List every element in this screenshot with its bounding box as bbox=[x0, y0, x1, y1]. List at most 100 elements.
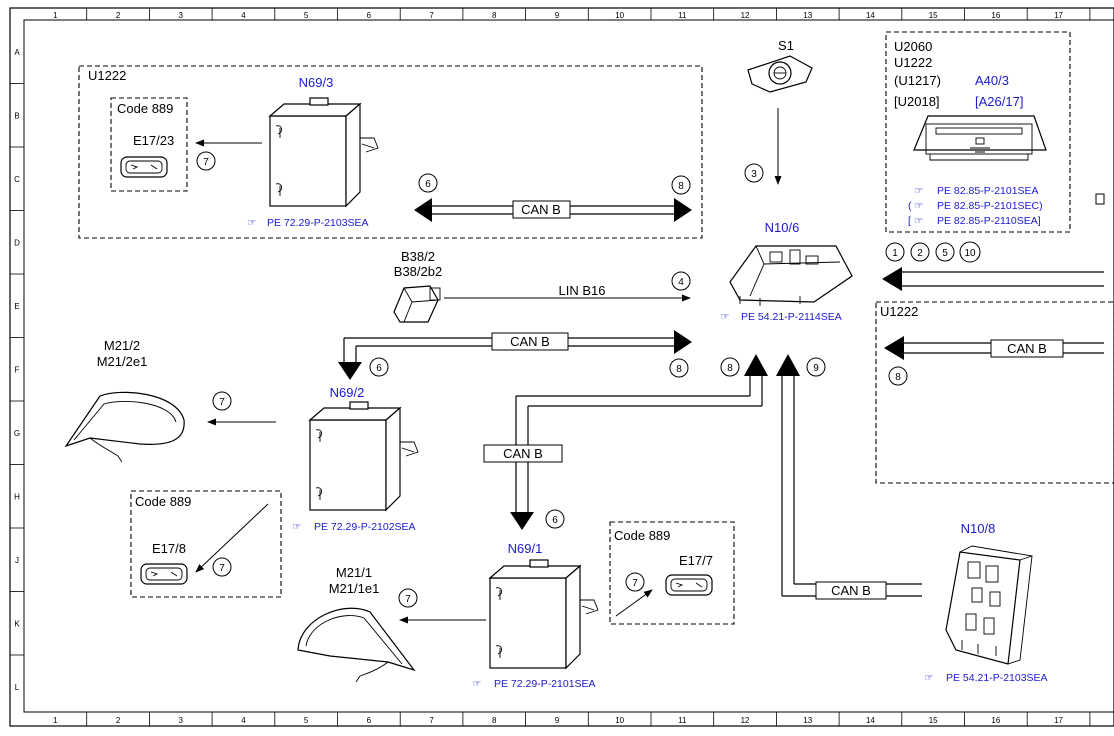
grid-row-G: G bbox=[14, 429, 20, 438]
code889-mid-label: Code 889 bbox=[614, 528, 670, 543]
a40-3-ref2: PE 82.85-P-2101SEC) bbox=[937, 200, 1043, 212]
can-mid-down-arrowhead bbox=[338, 362, 362, 380]
circle-8d: 8 bbox=[895, 372, 901, 383]
grid-col-8-top: 8 bbox=[492, 11, 497, 20]
circle-8c: 8 bbox=[727, 363, 733, 374]
grid-col-4-top: 4 bbox=[241, 11, 246, 20]
circle-8b: 8 bbox=[676, 364, 682, 375]
circle-7e: 7 bbox=[632, 578, 638, 589]
can-right-arrowhead bbox=[884, 336, 904, 360]
grid-col-7-top: 7 bbox=[429, 11, 434, 20]
a40-3-label: A40/3 bbox=[975, 73, 1009, 88]
grid-col-11-bottom: 11 bbox=[678, 716, 687, 725]
m21-2-label: M21/2 bbox=[104, 338, 140, 353]
b38-2-label: B38/2 bbox=[401, 249, 435, 264]
circle-6a: 6 bbox=[425, 179, 431, 190]
grid-col-3-top: 3 bbox=[179, 11, 184, 20]
u1222-right-label: U1222 bbox=[894, 55, 932, 70]
can-vert-label: CAN B bbox=[503, 446, 543, 461]
grid-ruler: 1122334455667788991010111112121313141415… bbox=[10, 8, 1091, 726]
m21-2e1-label: M21/2e1 bbox=[97, 354, 148, 369]
e17-23-lamp-icon bbox=[120, 156, 168, 178]
n10-6-module-icon bbox=[729, 245, 853, 306]
n69-1-label: N69/1 bbox=[508, 541, 543, 556]
circle-10: 10 bbox=[964, 248, 976, 259]
can-top-left-arrowhead bbox=[414, 198, 432, 222]
grid-col-2-top: 2 bbox=[116, 11, 121, 20]
a40-ref3-open: [ bbox=[908, 215, 911, 227]
circle-2: 2 bbox=[917, 248, 923, 259]
circle-5: 5 bbox=[942, 248, 948, 259]
n10-6-ref: PE 54.21-P-2114SEA bbox=[741, 311, 842, 323]
u2060-box bbox=[885, 31, 1071, 233]
n69-2-ref-icon: ☞ bbox=[292, 521, 301, 533]
code889-left-box bbox=[130, 490, 282, 598]
b38-2b2-label: B38/2b2 bbox=[394, 264, 442, 279]
u2018-label: [U2018] bbox=[894, 94, 940, 109]
grid-col-14-bottom: 14 bbox=[866, 716, 875, 725]
e17-7-lamp-icon bbox=[665, 574, 713, 596]
can-right-label: CAN B bbox=[1007, 341, 1047, 356]
grid-col-1-bottom: 1 bbox=[53, 716, 58, 725]
circle-7c: 7 bbox=[219, 563, 225, 574]
u1222-top-label: U1222 bbox=[88, 68, 126, 83]
u1222-mid-box bbox=[875, 301, 1114, 484]
a40-3-ref1: PE 82.85-P-2101SEA bbox=[937, 185, 1039, 197]
n10-6-ref-icon: ☞ bbox=[720, 311, 729, 323]
grid-col-5-top: 5 bbox=[304, 11, 309, 20]
can-mid-label: CAN B bbox=[510, 334, 550, 349]
n69-2-module-icon bbox=[309, 401, 419, 511]
circle-7b: 7 bbox=[219, 397, 225, 408]
grid-col-17-top: 17 bbox=[1054, 11, 1063, 20]
grid-col-11-top: 11 bbox=[678, 11, 687, 20]
n69-2-ref: PE 72.29-P-2102SEA bbox=[314, 521, 416, 533]
partial-box-right bbox=[1095, 193, 1105, 205]
n69-1-ref: PE 72.29-P-2101SEA bbox=[494, 678, 596, 690]
grid-col-12-top: 12 bbox=[741, 11, 750, 20]
e17-8-lamp-icon bbox=[140, 563, 188, 585]
circle-6c: 6 bbox=[552, 515, 558, 526]
circle-4: 4 bbox=[678, 277, 684, 288]
grid-col-16-bottom: 16 bbox=[991, 716, 1000, 725]
grid-row-D: D bbox=[14, 238, 20, 247]
grid-col-9-bottom: 9 bbox=[555, 716, 560, 725]
grid-col-2-bottom: 2 bbox=[116, 716, 121, 725]
a26-17-label: [A26/17] bbox=[975, 94, 1023, 109]
can-mid-right-arrowhead bbox=[674, 330, 692, 354]
grid-col-7-bottom: 7 bbox=[429, 716, 434, 725]
a40-3-ref3: PE 82.85-P-2110SEA] bbox=[937, 215, 1041, 227]
grid-row-J: J bbox=[15, 556, 19, 565]
circle-7d: 7 bbox=[405, 594, 411, 605]
grid-col-9-top: 9 bbox=[555, 11, 560, 20]
n69-3-ref: PE 72.29-P-2103SEA bbox=[267, 217, 369, 229]
s1-switch-icon bbox=[747, 55, 813, 93]
code889-mid-box bbox=[609, 521, 735, 625]
circle-9: 9 bbox=[813, 363, 819, 374]
circle-3: 3 bbox=[751, 169, 757, 180]
grid-col-12-bottom: 12 bbox=[741, 716, 750, 725]
n69-2-label: N69/2 bbox=[330, 385, 365, 400]
can-top-label: CAN B bbox=[521, 202, 561, 217]
grid-col-1-top: 1 bbox=[53, 11, 58, 20]
a40-ref2-open: ( bbox=[908, 200, 912, 212]
m21-1-label: M21/1 bbox=[336, 565, 372, 580]
n10-8-fusebox-icon bbox=[945, 545, 1033, 665]
circle-8a: 8 bbox=[678, 181, 684, 192]
can-bottom-up-arrowhead bbox=[776, 354, 800, 376]
n10-8-ref: PE 54.21-P-2103SEA bbox=[946, 672, 1048, 684]
u1222-top-box bbox=[78, 65, 703, 239]
grid-row-E: E bbox=[14, 302, 19, 311]
n69-1-module-icon bbox=[489, 559, 599, 669]
a40-3-display-icon bbox=[913, 115, 1047, 161]
grid-col-10-bottom: 10 bbox=[615, 716, 624, 725]
grid-col-6-top: 6 bbox=[367, 11, 372, 20]
grid-col-15-bottom: 15 bbox=[929, 716, 938, 725]
grid-row-F: F bbox=[15, 365, 20, 374]
n10-8-ref-icon: ☞ bbox=[924, 672, 933, 684]
u1217-label: (U1217) bbox=[894, 73, 941, 88]
e17-7-label: E17/7 bbox=[679, 553, 713, 568]
m21-2-mirror-icon bbox=[64, 391, 185, 463]
arrow-to-e17-7 bbox=[615, 589, 653, 617]
